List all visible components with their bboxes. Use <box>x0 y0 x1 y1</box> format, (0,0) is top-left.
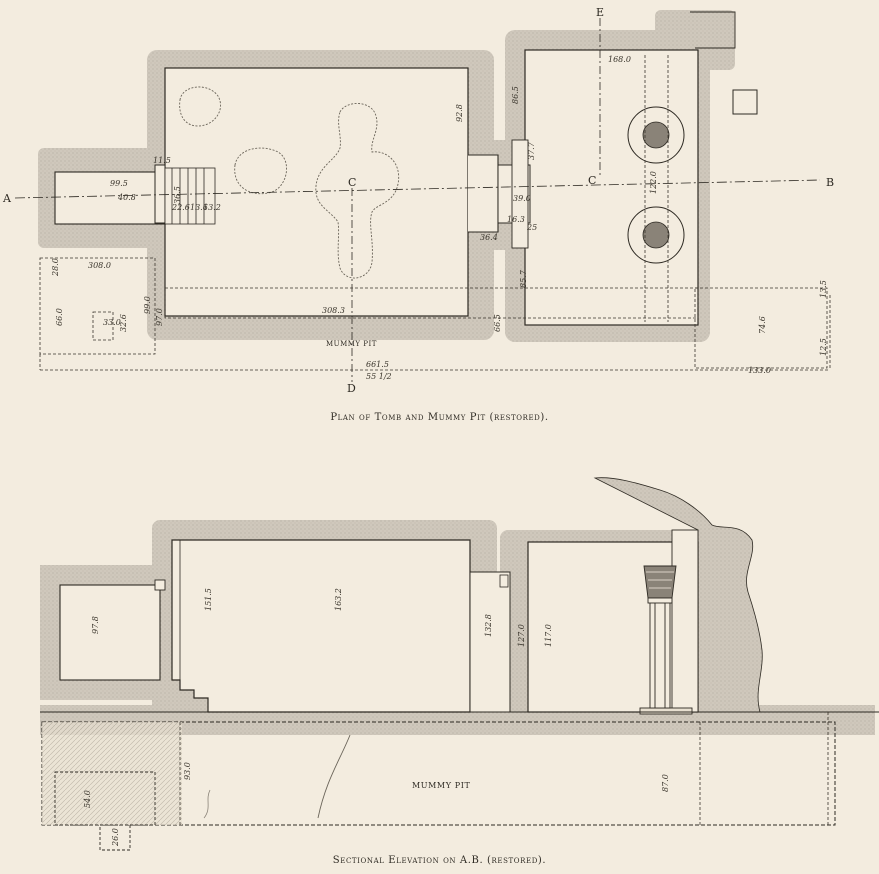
section-dim-87-0: 87.0 <box>661 774 670 792</box>
plan-section-line-ab <box>14 179 821 199</box>
plan-letter-b: B <box>826 176 834 189</box>
plan-dim-66-0: 66.0 <box>55 308 64 326</box>
plan-caption: Plan of Tomb and Mummy Pit (restored). <box>330 412 549 423</box>
plan-dim-37-7: 37.7 <box>527 141 536 160</box>
plan-dim-92-8: 92.8 <box>455 104 464 122</box>
plan-pillared-hall <box>524 49 699 326</box>
section-cliff-outline <box>593 477 763 713</box>
plan-column-upper <box>627 106 685 164</box>
plan-dim-39-0: 39.0 <box>513 194 531 203</box>
section-caption: Sectional Elevation on A.B. (restored). <box>332 855 547 866</box>
plan-dim-122-0: 122.0 <box>649 171 658 194</box>
plan-dim-32-6: 32.6 <box>119 314 128 332</box>
plan-dim-85-7: 85.7 <box>519 269 528 288</box>
plan-letter-d: D <box>347 382 356 395</box>
plan-small-square <box>732 89 758 115</box>
plan-letter-c1: C <box>348 176 356 189</box>
section-dim-151-5: 151.5 <box>204 588 213 611</box>
plan-mummy-pit-outline <box>39 55 831 371</box>
plan-dim-40-8: 40.8 <box>117 193 136 202</box>
section-dim-26-0: 26.0 <box>111 828 120 847</box>
plan-dim-25: 25 <box>526 223 537 232</box>
plan-steps <box>164 167 216 225</box>
plan-dim-13-5: 13.5 <box>819 280 828 298</box>
plan-dim-28-0: 28.0 <box>51 258 60 277</box>
plan-dim-66-5: 66.5 <box>493 314 502 332</box>
plan-letter-e: E <box>596 6 604 19</box>
section-lotus-column <box>639 565 693 715</box>
plan-column-lower <box>627 206 685 264</box>
plan-dim-168-0: 168.0 <box>608 55 631 64</box>
section-pit-shaft-bottom <box>99 824 131 851</box>
plan-dim-133-0: 133.0 <box>748 366 771 375</box>
section-dim-127-0: 127.0 <box>517 624 526 647</box>
plan-main-hall <box>164 67 469 317</box>
plan-dim-11-5: 11.5 <box>153 156 171 165</box>
plan-letter-c2: C <box>588 174 596 187</box>
plan-drawing: 99.5 40.8 11.5 36.5 22.6 13.6 13.2 92.8 … <box>2 6 834 395</box>
plan-dim-36-4: 36.4 <box>480 233 498 242</box>
section-entrance <box>59 584 161 681</box>
plan-irregular-pits <box>179 86 400 279</box>
section-dim-132-8: 132.8 <box>484 614 493 637</box>
plan-dim-12-5: 12.5 <box>819 338 828 356</box>
plan-dim-36-5: 36.5 <box>173 186 182 204</box>
section-dim-117-0: 117.0 <box>544 624 553 647</box>
plan-dim-13-6: 13.6 <box>190 203 208 212</box>
section-mummy-pit-label: MUMMY PIT <box>412 781 470 790</box>
plan-dim-55: 55 1/2 <box>366 372 392 381</box>
plan-dim-16-3: 16.3 <box>507 215 525 224</box>
section-dim-163-2: 163.2 <box>334 588 343 611</box>
section-dim-93-0: 93.0 <box>183 762 192 780</box>
plan-dim-661-5: 661.5 <box>366 360 389 369</box>
plan-mummy-pit-label: MUMMY PIT <box>326 340 377 348</box>
plan-dim-13-2: 13.2 <box>203 203 221 212</box>
plan-dim-308-0: 308.0 <box>88 261 111 270</box>
plan-dim-99-0: 99.0 <box>143 296 152 314</box>
section-main-hall <box>171 539 471 713</box>
plan-letter-a: A <box>2 192 12 205</box>
section-dim-54-0: 54.0 <box>83 790 92 808</box>
plan-dim-97-0: 97.0 <box>155 308 164 326</box>
plan-dim-74-6: 74.6 <box>758 316 767 334</box>
section-drawing: 97.8 151.5 163.2 132.8 127.0 117.0 93.0 … <box>40 477 879 851</box>
section-dim-97-8: 97.8 <box>91 616 100 634</box>
plan-dim-99-5: 99.5 <box>110 179 128 188</box>
plan-dim-33-0: 33.0 <box>103 318 121 327</box>
plan-dim-86-5: 86.5 <box>511 86 520 104</box>
plan-dim-22-6: 22.6 <box>171 203 190 212</box>
plan-dim-308-3: 308.3 <box>322 306 345 315</box>
